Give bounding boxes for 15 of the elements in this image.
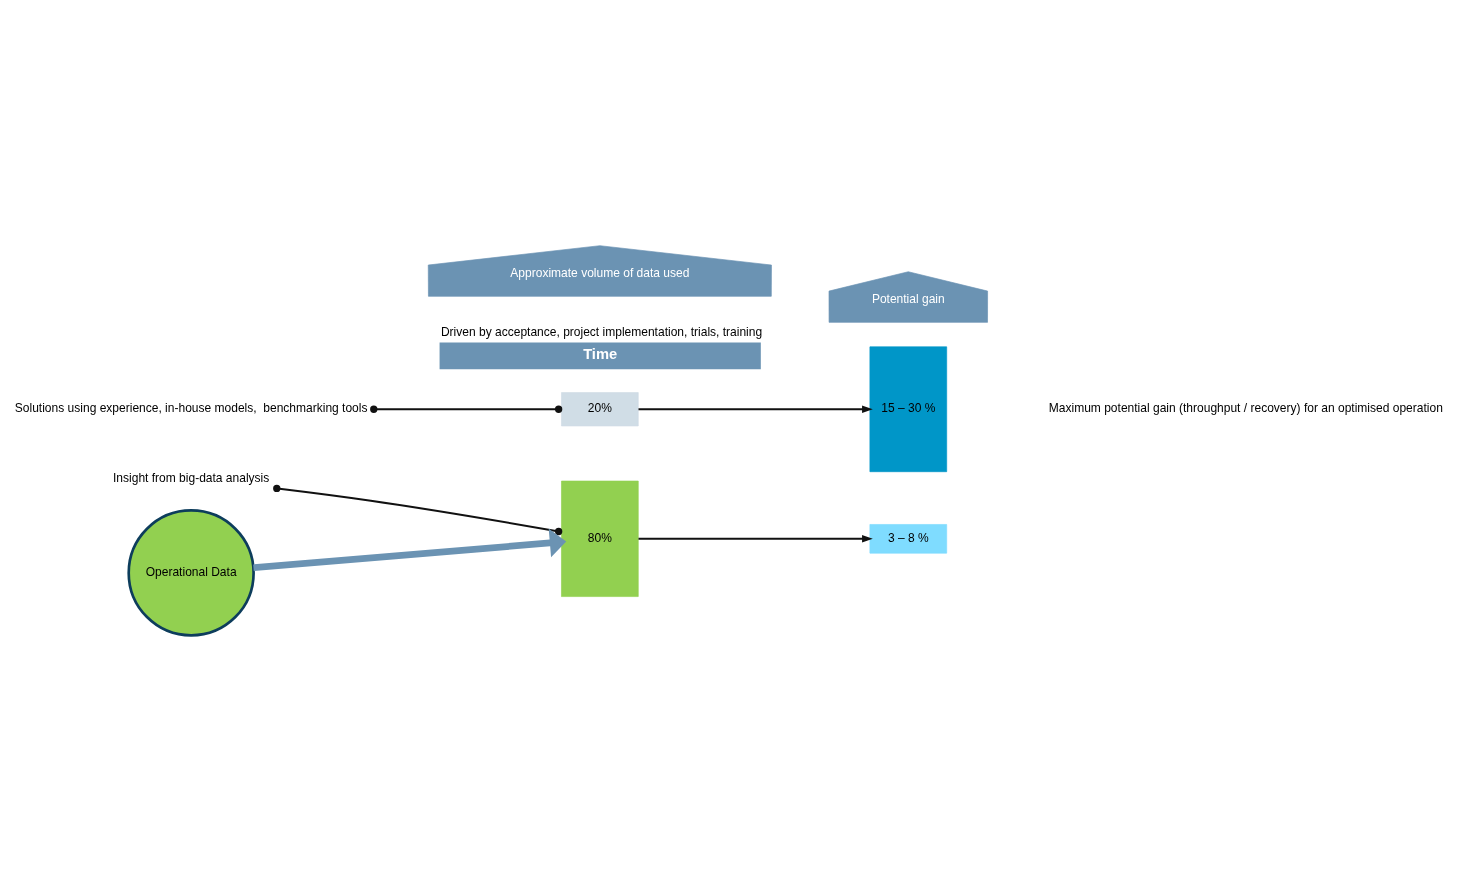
arrow [637,405,873,413]
node-box: 80% [561,480,639,597]
arrow [637,534,873,543]
connector [273,484,563,535]
node-text: Insight from big-data analysis [113,470,270,485]
arrow [253,528,567,571]
node-box: 20% [561,391,639,426]
label: Maximum potential gain (throughput / recovery) for an optimised operation [1048,400,1443,415]
node-box: Time [439,342,761,369]
node-text: Solutions using experience, in-house models, benchmarking tools [14,400,368,415]
connector [370,405,563,413]
node-box: 3 – 8 % [869,523,948,553]
node-label: Driven by acceptance, project implementation, trials, training [440,324,763,339]
node-box: 15 – 30 % [869,346,948,472]
node-circle: Operational Data [127,508,255,637]
